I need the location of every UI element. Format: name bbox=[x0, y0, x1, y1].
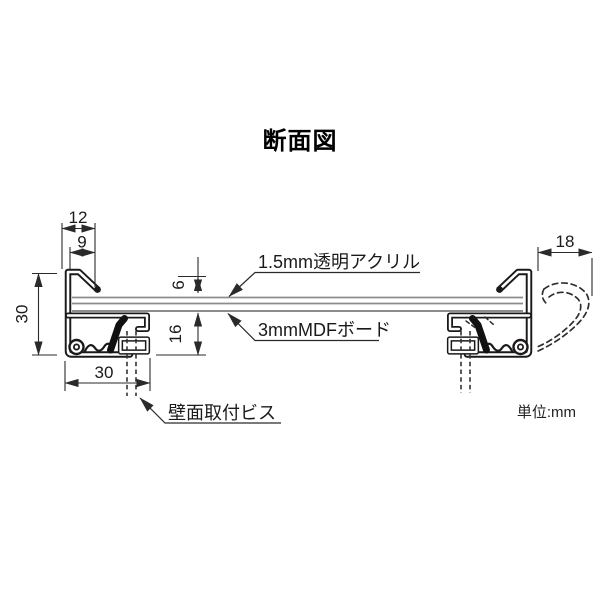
left-shelf-strip-core bbox=[66, 314, 149, 331]
right-shelf-strip-core bbox=[448, 314, 531, 331]
right-wall-bracket-core bbox=[448, 337, 478, 354]
right-flap-tip bbox=[496, 286, 503, 293]
dim30-bottom-value: 30 bbox=[95, 363, 114, 382]
screw-leader bbox=[139, 397, 281, 424]
mdf-leader bbox=[227, 313, 379, 342]
left-spring bbox=[83, 342, 115, 353]
chamber-dashes bbox=[465, 316, 495, 330]
dim12-value: 12 bbox=[69, 208, 88, 227]
right-shelf-strip bbox=[447, 312, 532, 332]
left-flap-tip bbox=[94, 286, 101, 293]
right-spring bbox=[482, 342, 514, 353]
right-clip bbox=[469, 315, 490, 354]
left-clip bbox=[107, 315, 128, 354]
mdf-label: 3mmMDFボード bbox=[258, 320, 391, 340]
right-wall-bracket-strip bbox=[446, 336, 480, 355]
dim16-value: 16 bbox=[166, 325, 185, 344]
left-shelf-strip bbox=[65, 312, 150, 332]
dim9-value: 9 bbox=[77, 233, 86, 252]
left-profile-strip-core bbox=[66, 270, 132, 356]
dim6-value: 6 bbox=[169, 280, 188, 289]
opened-flap-inner-arc bbox=[536, 291, 582, 348]
acrylic-leader bbox=[228, 271, 420, 297]
right-frame-profile bbox=[446, 268, 533, 393]
left-frame-profile bbox=[64, 268, 151, 396]
dim18-value: 18 bbox=[556, 232, 575, 251]
opened-flap-tip-curl bbox=[541, 288, 548, 305]
unit-label: 単位:mm bbox=[517, 404, 576, 421]
wall-screw-label: 壁面取付ビス bbox=[168, 403, 276, 423]
left-hinge-roller-core bbox=[73, 343, 81, 351]
left-wall-bracket-strip bbox=[117, 336, 151, 355]
diagram-title: 断面図 bbox=[262, 128, 338, 155]
dim18-extension-lines bbox=[537, 247, 593, 296]
opened-flap-outer-arc bbox=[537, 282, 590, 352]
callout-leaders bbox=[139, 271, 420, 424]
dim30-left-value: 30 bbox=[13, 305, 32, 324]
right-profile-strip-core bbox=[465, 270, 531, 356]
dimension-lines bbox=[32, 223, 593, 391]
panel-lines bbox=[72, 296, 523, 312]
right-hinge-roller bbox=[512, 338, 529, 356]
opened-flap-dashed-outline bbox=[465, 282, 590, 352]
right-screw-dashed-lines bbox=[460, 331, 471, 393]
left-wall-bracket-core bbox=[119, 337, 149, 354]
acrylic-label: 1.5mm透明アクリル bbox=[258, 252, 420, 272]
right-hinge-roller-core bbox=[516, 343, 524, 351]
left-hinge-roller bbox=[68, 338, 85, 356]
dim30-left-extension-lines bbox=[32, 272, 57, 356]
